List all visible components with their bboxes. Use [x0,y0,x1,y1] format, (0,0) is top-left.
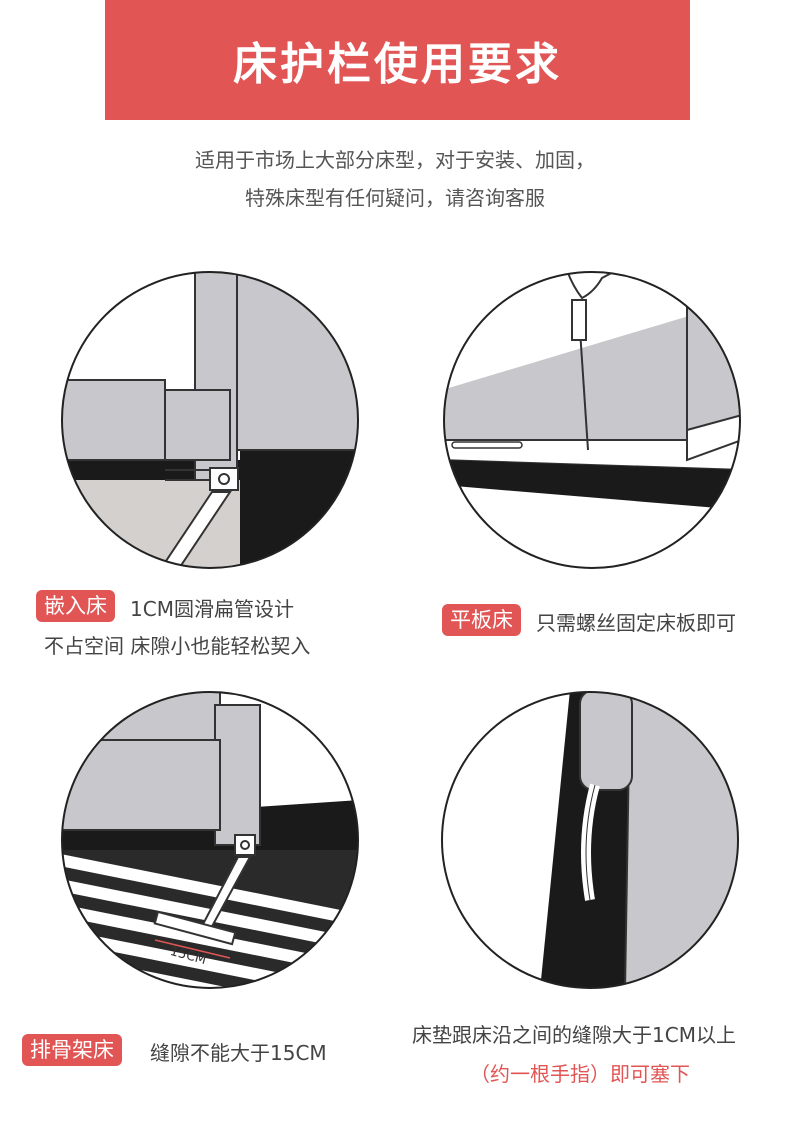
tag-embedded-bed: 嵌入床 [36,590,115,622]
caption-embedded-bed-2: 不占空间 床隙小也能轻松契入 [44,634,311,658]
caption-gap-2: （约一根手指）即可塞下 [470,1062,690,1086]
caption-gap-1: 床垫跟床沿之间的缝隙大于1CM以上 [412,1023,736,1047]
page-title: 床护栏使用要求 [233,39,562,90]
caption-flat-bed: 只需螺丝固定床板即可 [536,611,736,635]
embedded-bed-illustration [60,270,360,570]
intro-line-2: 特殊床型有任何疑问，请咨询客服 [245,186,545,210]
intro-line-1: 适用于市场上大部分床型，对于安装、加固， [195,148,595,172]
slatted-bed-illustration: 15CM [60,690,360,990]
gap-detail-illustration [440,690,740,990]
header-banner: 床护栏使用要求 [105,0,690,120]
tag-flat-bed: 平板床 [442,604,521,636]
tag-slatted-bed: 排骨架床 [22,1034,122,1066]
caption-slatted-bed: 缝隙不能大于15CM [150,1041,327,1065]
flat-bed-illustration [442,270,742,570]
caption-embedded-bed-1: 1CM圆滑扁管设计 [130,597,294,621]
